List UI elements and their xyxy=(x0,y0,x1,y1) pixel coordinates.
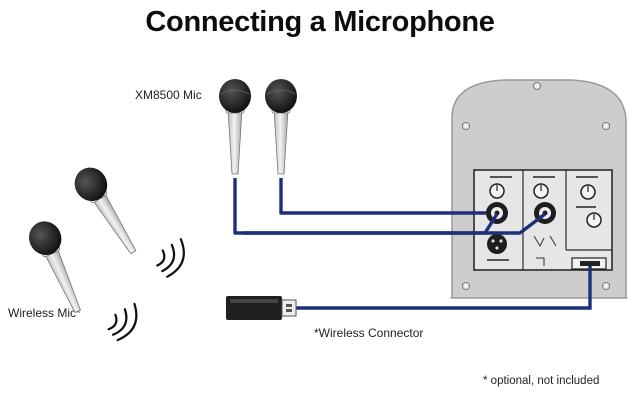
microphone-icon xyxy=(265,79,297,175)
optional-note: * optional, not included xyxy=(483,375,600,387)
signal-waves-icon xyxy=(156,238,185,278)
wireless-mic-label: Wireless Mic* xyxy=(8,306,81,320)
xlr-output-icon xyxy=(487,234,507,254)
wireless-microphone-icon xyxy=(29,221,81,313)
signal-waves-icon xyxy=(107,302,138,342)
xlr-jack-icon xyxy=(486,202,508,224)
microphone-icon xyxy=(219,79,251,175)
usb-cable xyxy=(296,266,592,310)
wireless-microphone-icon xyxy=(74,167,137,255)
screw-icon xyxy=(462,82,610,290)
page-title: Connecting a Microphone xyxy=(145,6,495,38)
usb-dongle-icon xyxy=(226,296,297,320)
xm8500-mic-label: XM8500 Mic xyxy=(135,88,202,102)
mic-cables xyxy=(233,178,547,235)
wireless-connector-label: *Wireless Connector xyxy=(314,326,424,340)
